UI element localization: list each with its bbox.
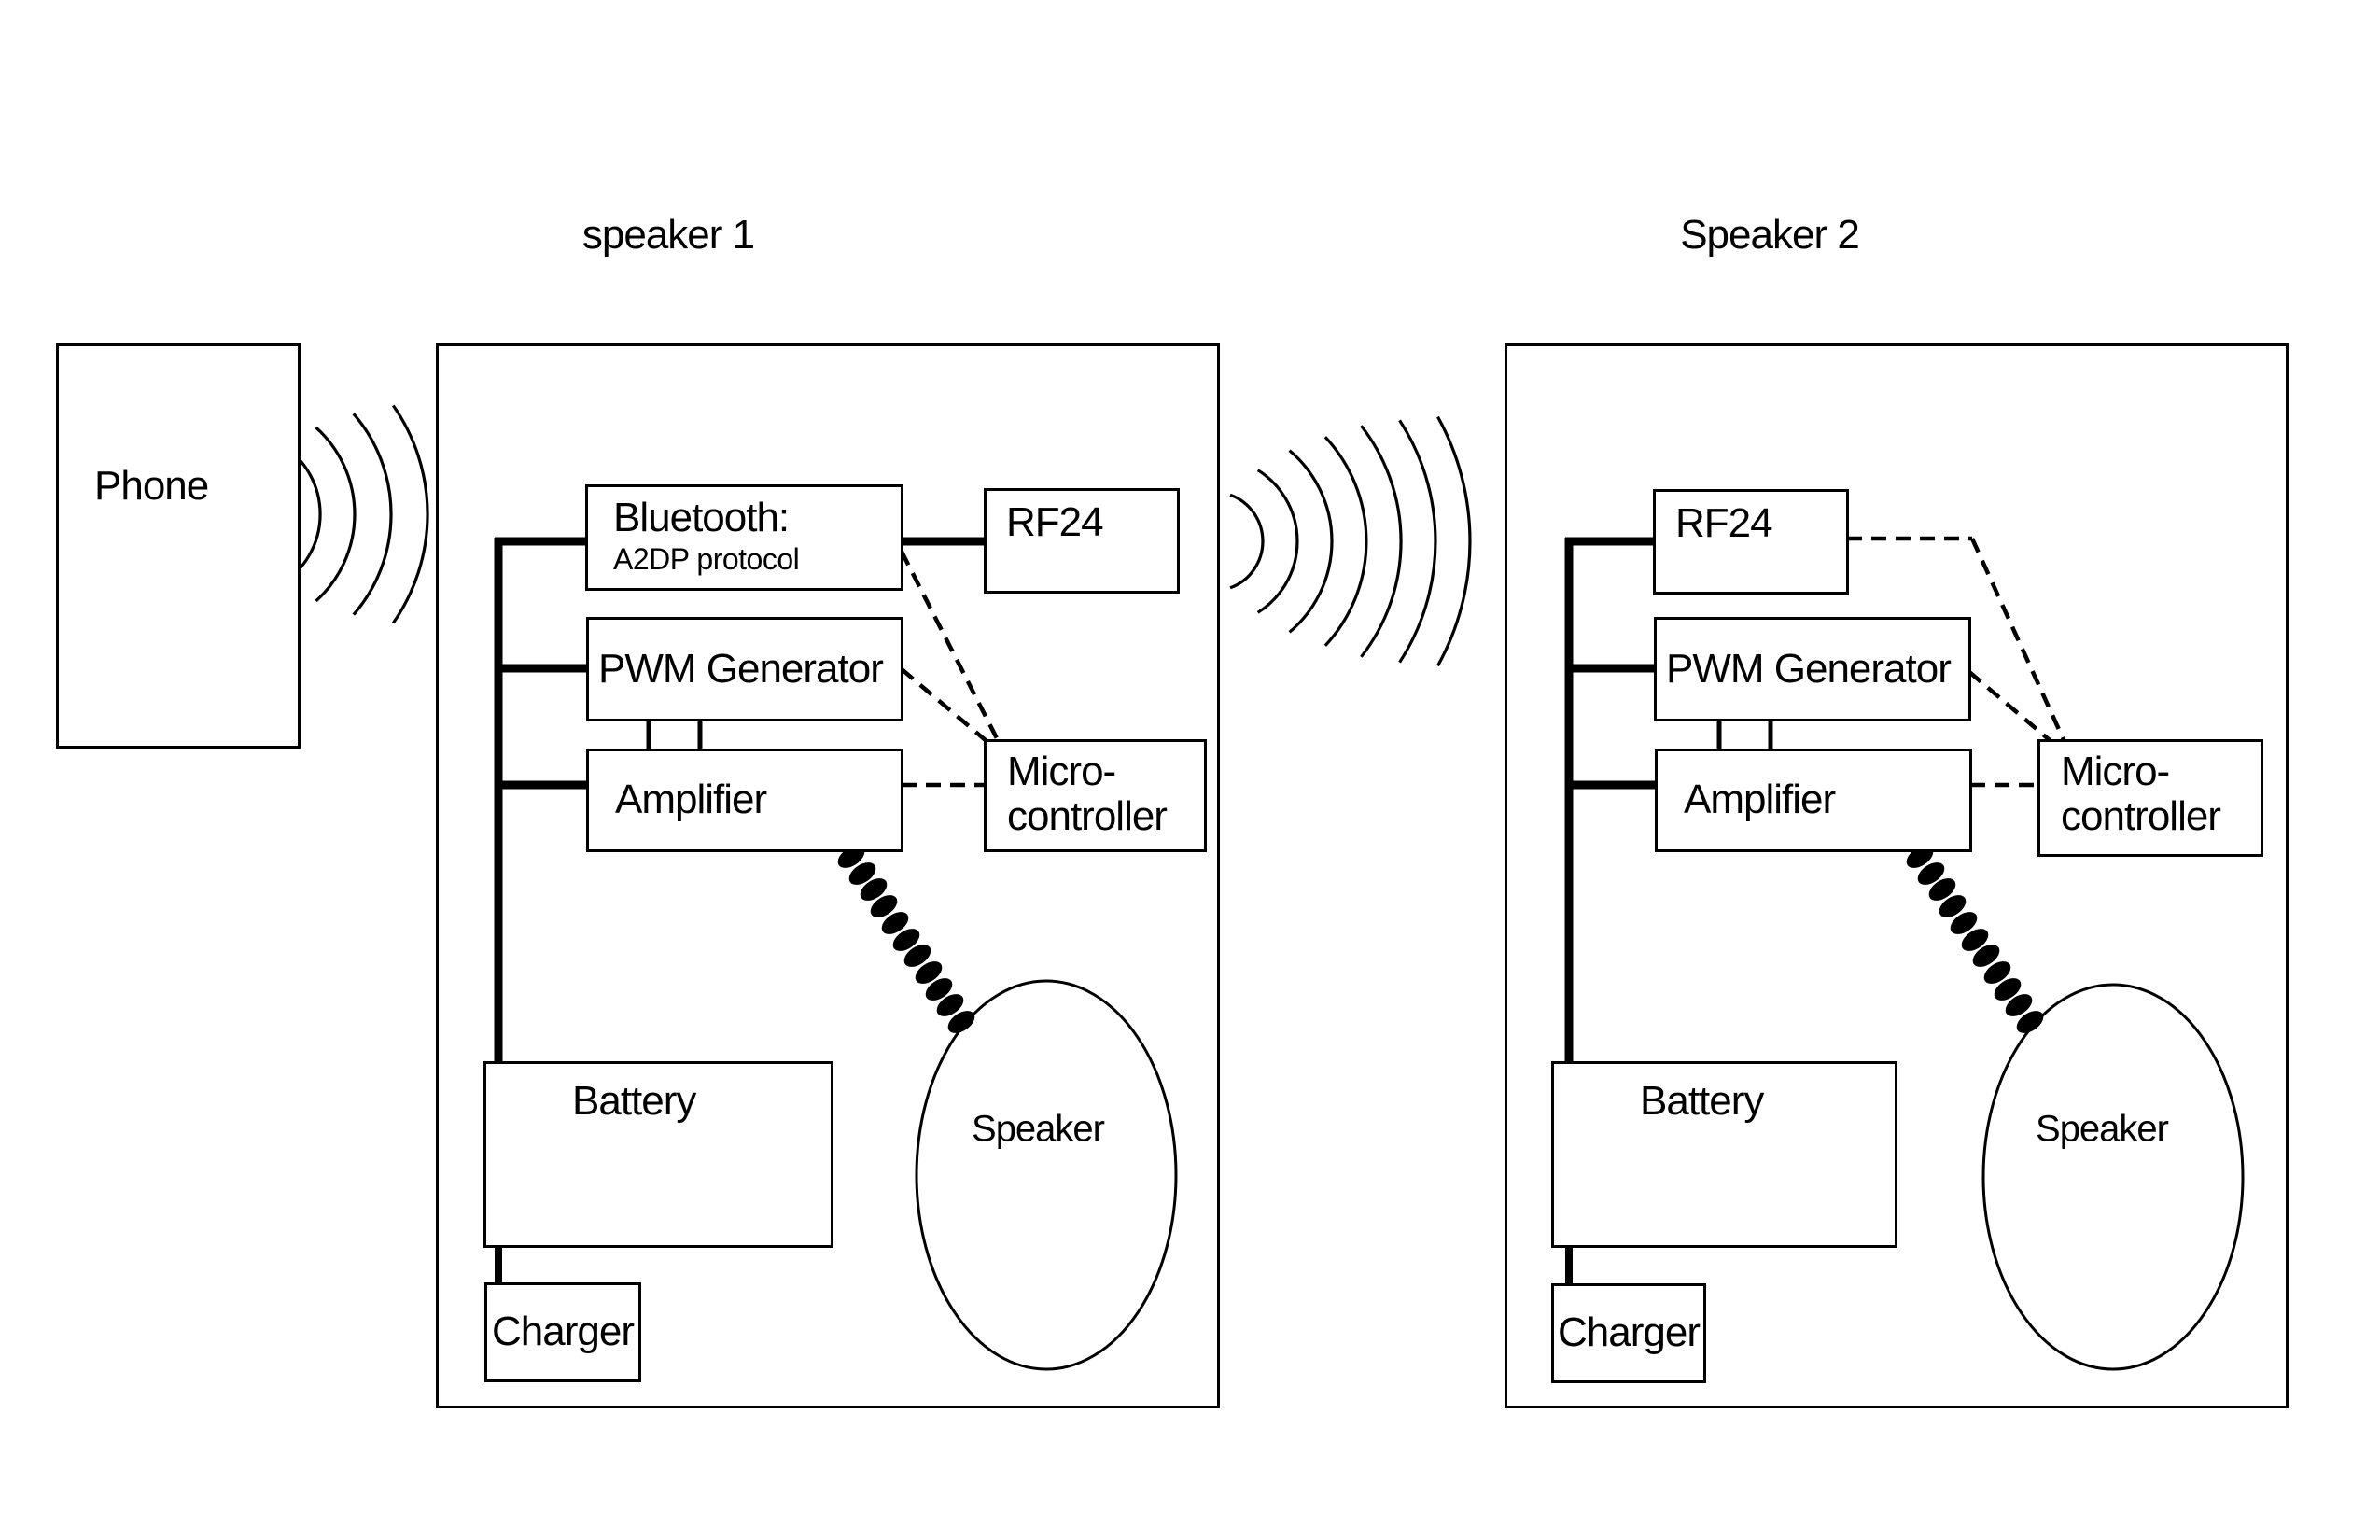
amplifier-box-speaker1: Amplifier xyxy=(586,749,903,852)
speaker1-title: speaker 1 xyxy=(581,212,755,258)
signal-dashed-lines-speaker1 xyxy=(899,550,1001,788)
battery-box-speaker1: Battery xyxy=(483,1061,833,1248)
microcontroller-label-line2: controller xyxy=(1007,793,1168,840)
battery-box-speaker2: Battery xyxy=(1551,1061,1897,1248)
speaker-driver-label-speaker2: Speaker xyxy=(2036,1108,2169,1150)
pwm-amplifier-connectors xyxy=(646,720,1773,750)
rf24-label-speaker2: RF24 xyxy=(1675,500,1773,546)
speaker2-title: Speaker 2 xyxy=(1680,212,1860,258)
charger-box-speaker1: Charger xyxy=(484,1282,641,1382)
bluetooth-protocol-label: A2DP protocol xyxy=(613,542,800,577)
power-lines-speaker1 xyxy=(494,537,987,1286)
pwm-generator-box-speaker2: PWM Generator xyxy=(1654,617,1971,721)
speaker-driver-ellipse-1 xyxy=(915,979,1178,1371)
speaker2-enclosure xyxy=(1505,343,2289,1408)
charger-label: Charger xyxy=(492,1309,635,1355)
microcontroller-label-line2-speaker2: controller xyxy=(2061,793,2221,840)
pwm-generator-label: PWM Generator xyxy=(598,645,884,692)
pwm-generator-box-speaker1: PWM Generator xyxy=(586,617,903,721)
speaker-driver-label-speaker1: Speaker xyxy=(972,1108,1105,1150)
pwm-generator-label-speaker2: PWM Generator xyxy=(1666,645,1952,692)
bluetooth-module-box: Bluetooth: A2DP protocol xyxy=(585,484,903,591)
rf24-label: RF24 xyxy=(1006,499,1104,545)
phone-box: Phone xyxy=(56,343,301,749)
speaker1-enclosure xyxy=(436,343,1220,1408)
phone-label: Phone xyxy=(94,463,209,509)
charger-label-speaker2: Charger xyxy=(1558,1309,1701,1356)
charger-box-speaker2: Charger xyxy=(1551,1283,1706,1383)
microcontroller-box-speaker1: Micro- controller xyxy=(984,739,1207,852)
rf24-module-box-speaker2: RF24 xyxy=(1653,489,1849,595)
battery-label-speaker2: Battery xyxy=(1640,1078,1764,1124)
microcontroller-label-line1: Micro- xyxy=(1007,749,1116,794)
bluetooth-module-label: Bluetooth: xyxy=(613,495,790,540)
rf24-module-box-speaker1: RF24 xyxy=(984,488,1180,594)
amplifier-label: Amplifier xyxy=(615,777,767,823)
power-lines-speaker2 xyxy=(1564,537,1659,1287)
amplifier-box-speaker2: Amplifier xyxy=(1655,749,1972,852)
wireless-waves-icon-link xyxy=(1229,415,1472,667)
microcontroller-label-line1-speaker2: Micro- xyxy=(2061,749,2170,794)
signal-dashed-lines-speaker2 xyxy=(1847,536,2068,788)
microcontroller-box-speaker2: Micro- controller xyxy=(2037,739,2263,857)
battery-label: Battery xyxy=(572,1078,696,1124)
amplifier-label-speaker2: Amplifier xyxy=(1684,777,1836,823)
speaker-driver-ellipse-2 xyxy=(1981,983,2245,1371)
